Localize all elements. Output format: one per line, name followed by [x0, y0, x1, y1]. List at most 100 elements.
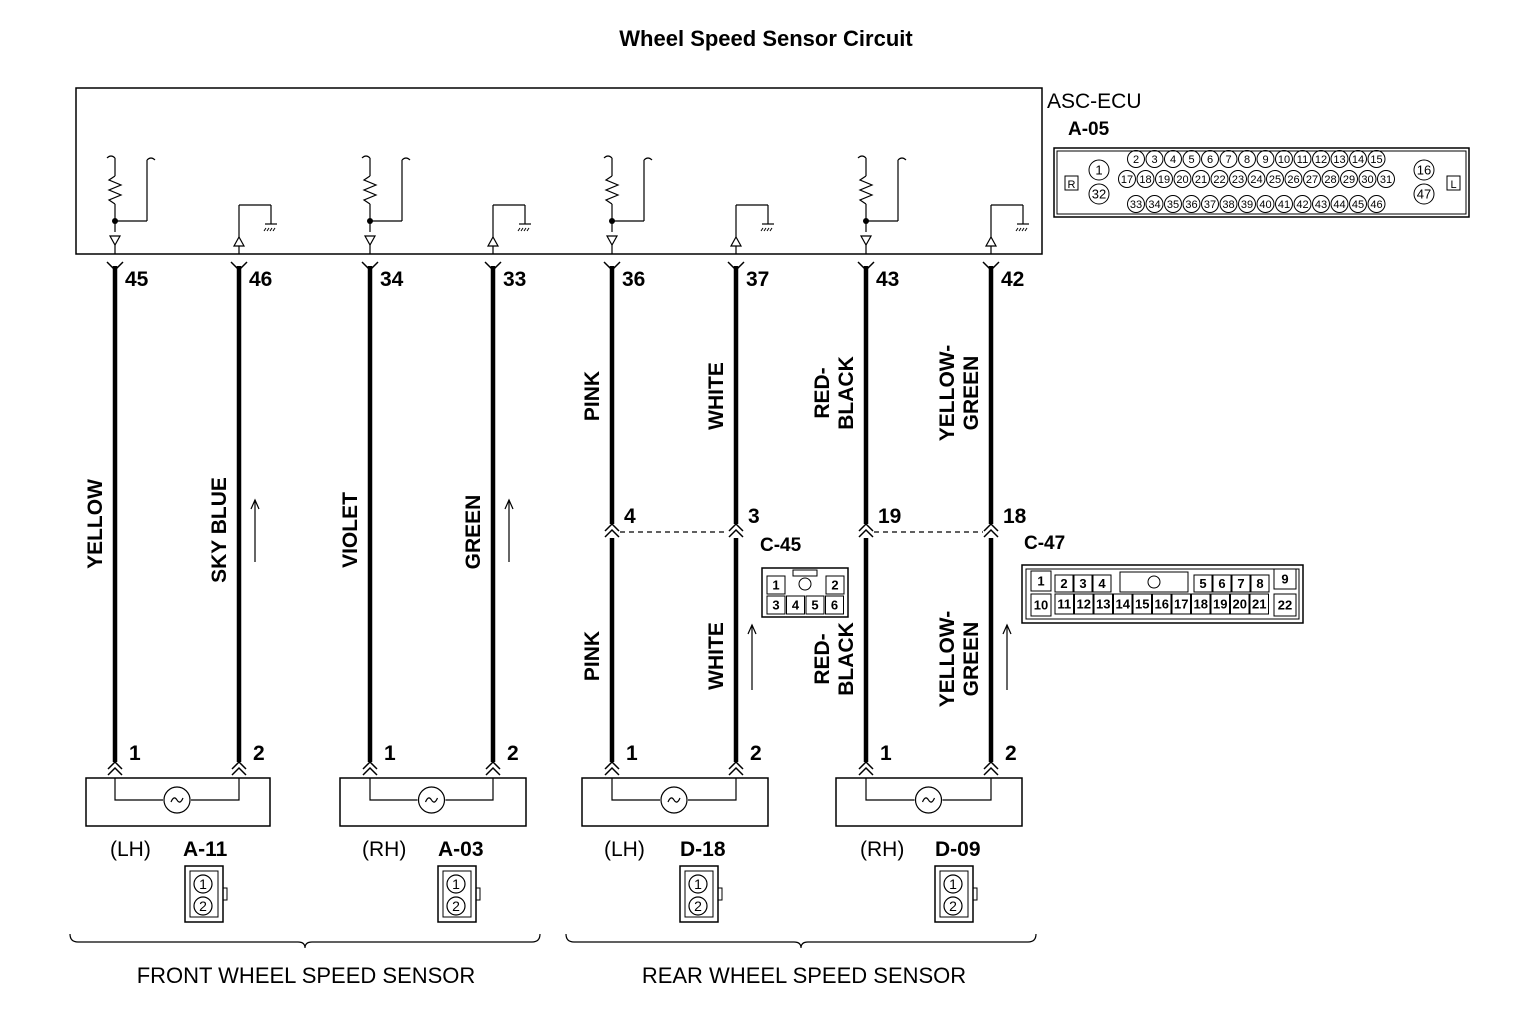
ecu-pin	[1155, 170, 1173, 188]
ecu-pin	[1293, 195, 1312, 213]
ecu-pin	[1219, 150, 1238, 168]
ecu-ground-circuit	[984, 204, 1029, 254]
ecu-pin-number: 46	[1370, 199, 1382, 211]
ecu-pin	[1145, 150, 1164, 168]
ecu-pin	[1238, 150, 1256, 168]
ecu-pin	[1330, 150, 1349, 168]
ecu-pin	[1088, 159, 1110, 181]
sensor-pin-number: 1	[949, 876, 957, 892]
sensor-pin	[193, 896, 213, 916]
sensor-connector-id: A-11	[183, 838, 228, 861]
sensor-pin-number: 2	[452, 898, 460, 914]
c45-cavity-number: 6	[831, 598, 838, 613]
c47-cavity-number: 17	[1174, 597, 1188, 612]
ecu-pin-number: 5	[1188, 154, 1194, 166]
c47-cavity	[1030, 570, 1052, 592]
wire-color-label-line1: RED-	[811, 367, 834, 418]
c47-cavity-number: 20	[1233, 597, 1247, 612]
ecu-pin	[1413, 183, 1435, 205]
ecu-pin	[1312, 195, 1330, 213]
wire-45: 45 1 YELLOW	[84, 261, 149, 776]
ecu-pin-label: 42	[1001, 268, 1024, 291]
ecu-pullup-circuit	[106, 155, 156, 254]
ecu-pin	[1312, 150, 1330, 168]
sensor-pin-label: 1	[129, 742, 141, 765]
sensor-coil-icon	[417, 786, 446, 814]
ecu-pin-number: 6	[1207, 154, 1213, 166]
sensor-coil-icon	[163, 786, 191, 814]
ecu-pin-label: 34	[380, 268, 404, 291]
c47-cavity-number: 18	[1194, 597, 1208, 612]
ecu-pin-number: 1	[1095, 163, 1102, 178]
ecu-pin-number: 43	[1315, 199, 1327, 211]
wire-color-label: WHITE	[705, 362, 728, 430]
ecu-pin-number: 9	[1262, 154, 1268, 166]
wire-color-label-line2: BLACK	[835, 622, 858, 696]
c47-cavity-number: 11	[1057, 597, 1071, 612]
ecu-pin	[1192, 170, 1210, 188]
c47-cavity	[1093, 593, 1113, 615]
junction-c45-id: C-45	[760, 535, 802, 556]
ecu-pin	[1256, 150, 1275, 168]
ecu-pullup-circuit	[857, 155, 907, 254]
ecu-pin-number: 21	[1195, 174, 1207, 186]
wire-color-label-line2: GREEN	[960, 356, 983, 431]
c47-cavity-number: 1	[1037, 574, 1044, 589]
sensor-side: (LH)	[604, 838, 645, 861]
c47-cavity-number: 5	[1199, 576, 1206, 591]
c47-cavity-number: 22	[1278, 598, 1292, 613]
sensor-pin-label: 2	[750, 742, 762, 765]
ecu-pin-label: 43	[876, 268, 899, 291]
wire-color-label-line2: BLACK	[835, 356, 858, 430]
ecu-pin-label: 45	[125, 268, 149, 291]
ecu-pin	[1321, 170, 1340, 188]
c47-cavity-number: 8	[1256, 576, 1263, 591]
c45-cavity	[766, 575, 786, 595]
ecu-pin	[1201, 195, 1219, 213]
c45-cavity	[825, 595, 844, 615]
c45-cavity-number: 5	[811, 598, 818, 613]
ecu-pin	[1136, 170, 1155, 188]
ecu-pin-number: 47	[1417, 187, 1431, 202]
c47-cavity	[1193, 574, 1213, 593]
ecu-pin-number: 28	[1324, 174, 1336, 186]
ecu-pin-number: 22	[1213, 174, 1225, 186]
c47-cavity	[1210, 593, 1230, 615]
ecu-pin-number: 24	[1250, 174, 1262, 186]
ecu-pin-label: 36	[622, 268, 645, 291]
ecu-pin-number: 20	[1176, 174, 1188, 186]
wire-color-label: WHITE	[705, 622, 728, 690]
c47-cavity	[1249, 593, 1269, 615]
ecu-pin	[1358, 170, 1377, 188]
junction-pin-label: 3	[748, 505, 760, 528]
c47-cavity	[1212, 574, 1232, 593]
ecu-pin-number: 12	[1315, 154, 1327, 166]
c47-cavity	[1030, 593, 1052, 617]
junction-pin-label: 18	[1003, 505, 1027, 528]
sensor-side: (RH)	[362, 838, 406, 861]
ecu-pin-number: 44	[1333, 199, 1345, 211]
ecu-pin	[1275, 195, 1293, 213]
ecu-pin	[1118, 170, 1136, 188]
ecu-ground-circuit	[486, 204, 531, 254]
ecu-pin	[1349, 150, 1367, 168]
front-group-brace	[69, 933, 541, 949]
c47-cavity-number: 14	[1116, 597, 1131, 612]
wire-color-label: YELLOW	[84, 479, 107, 569]
sensor-pin-label: 1	[880, 742, 892, 765]
ecu-name: ASC-ECU	[1047, 90, 1142, 113]
sensor-pin	[193, 874, 213, 894]
diagram-title: Wheel Speed Sensor Circuit	[619, 26, 913, 51]
sensor-pin	[688, 896, 708, 916]
ecu-pin-number: 18	[1139, 174, 1151, 186]
ecu-pin	[1210, 170, 1229, 188]
